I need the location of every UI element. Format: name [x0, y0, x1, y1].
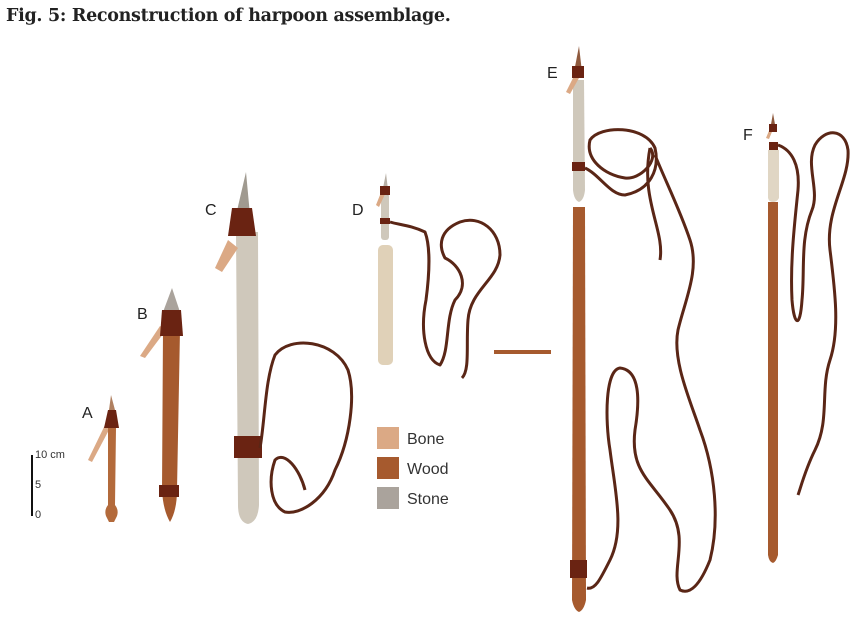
separator-bar [494, 350, 551, 354]
harpoon-f: F [743, 113, 850, 563]
label-b: B [137, 306, 148, 323]
scale-bar: 10 cm 5 0 [31, 449, 65, 521]
harpoon-d: D [352, 173, 502, 380]
figure-title: Fig. 5: Reconstruction of harpoon assemb… [6, 6, 451, 26]
legend-label-stone: Stone [407, 491, 449, 508]
harpoon-a: A [82, 395, 119, 522]
legend-swatch-stone [377, 487, 399, 509]
scale-label-0: 0 [35, 509, 41, 521]
legend: Bone Wood Stone [377, 427, 449, 509]
legend-swatch-wood [377, 457, 399, 479]
harpoon-e: E [547, 46, 717, 612]
scale-label-10: 10 cm [35, 449, 65, 461]
label-f: F [743, 127, 753, 144]
label-c: C [205, 202, 217, 219]
legend-label-wood: Wood [407, 461, 449, 478]
label-d: D [352, 202, 364, 219]
label-e: E [547, 65, 558, 82]
harpoon-c: C [205, 172, 354, 524]
harpoon-b: B [137, 288, 183, 522]
legend-label-bone: Bone [407, 431, 444, 448]
label-a: A [82, 405, 93, 422]
scale-label-5: 5 [35, 479, 41, 491]
legend-swatch-bone [377, 427, 399, 449]
